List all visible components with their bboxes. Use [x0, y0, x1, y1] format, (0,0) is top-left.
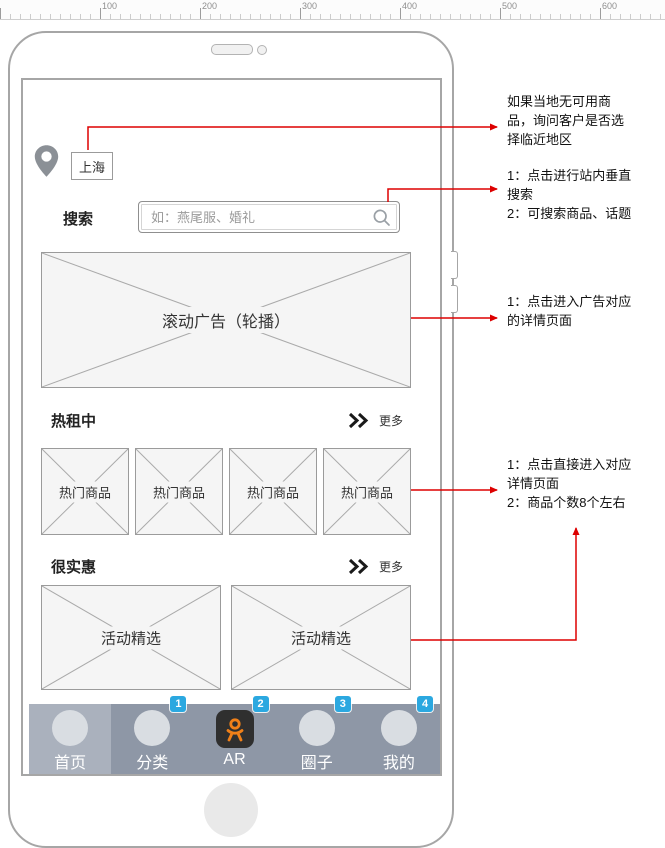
more-link-bargain[interactable]: 更多 [347, 558, 403, 575]
location-pin-icon[interactable] [33, 144, 60, 178]
hot-product-row: 热门商品 热门商品 热门商品 热门商品 [41, 448, 411, 535]
section-title: 很实惠 [51, 558, 97, 576]
ruler-mark: 500 [502, 1, 518, 11]
annotation-note-location: 如果当地无可用商 品，询问客户是否选 择临近地区 [507, 94, 625, 147]
ruler-mark: 600 [602, 1, 618, 11]
hot-product-card[interactable]: 热门商品 [323, 448, 411, 535]
ruler-mark: 400 [402, 1, 418, 11]
badge: 2 [252, 696, 269, 712]
hot-product-card[interactable]: 热门商品 [135, 448, 223, 535]
tab-bar: 首页 1 分类 2 AR [29, 696, 440, 774]
circle-icon [134, 710, 171, 746]
section-header-bargain: 很实惠 更多 [51, 555, 403, 577]
activity-card[interactable]: 活动精选 [41, 585, 221, 690]
tab-label: 圈子 [300, 755, 333, 772]
side-button [451, 285, 458, 313]
ok-logo-icon [215, 710, 254, 748]
tab-circle-group[interactable]: 3 圈子 [276, 696, 358, 774]
circle-icon [52, 710, 89, 746]
tab-label: 分类 [136, 755, 169, 772]
tab-ar[interactable]: 2 AR [193, 696, 275, 774]
activity-row: 活动精选 活动精选 [41, 585, 411, 690]
tab-category[interactable]: 1 分类 [111, 696, 193, 774]
tab-home[interactable]: 首页 [29, 704, 112, 774]
annotation-note-banner: 1：点击进入广告对应 的详情页面 [507, 294, 632, 328]
search-input[interactable] [149, 208, 372, 226]
hot-product-label: 热门商品 [244, 481, 302, 502]
home-button [204, 783, 258, 837]
hot-product-label: 热门商品 [150, 481, 208, 502]
ruler-mark: 300 [302, 1, 318, 11]
circle-icon [298, 710, 335, 746]
search-section-label: 搜索 [63, 211, 94, 228]
section-title: 热租中 [51, 412, 97, 430]
section-header-hot-rent: 热租中 更多 [51, 409, 403, 431]
city-selector[interactable]: 上海 [71, 152, 113, 180]
more-label: 更多 [378, 559, 403, 574]
double-chevron-right-icon [348, 558, 369, 574]
tab-profile[interactable]: 4 我的 [358, 696, 440, 774]
more-label: 更多 [378, 413, 403, 428]
more-link-hot-rent[interactable]: 更多 [347, 412, 403, 429]
ruler-mark: 200 [202, 1, 218, 11]
magnifier-icon[interactable] [372, 208, 391, 227]
activity-label: 活动精选 [283, 626, 359, 649]
carousel-ad-banner[interactable]: 滚动广告（轮播） [41, 252, 411, 388]
phone-frame: 上海 搜索 滚动广告（轮播） [8, 31, 458, 848]
hot-product-card[interactable]: 热门商品 [229, 448, 317, 535]
search-box[interactable] [138, 201, 400, 233]
activity-card[interactable]: 活动精选 [231, 585, 411, 690]
badge: 3 [334, 696, 351, 712]
hot-product-label: 热门商品 [56, 481, 114, 502]
speaker-slot-icon [211, 44, 253, 55]
hot-product-label: 热门商品 [338, 481, 396, 502]
badge: 1 [170, 696, 187, 712]
side-button [451, 251, 458, 279]
ruler-mark: 100 [102, 1, 118, 11]
phone-screen: 上海 搜索 滚动广告（轮播） [21, 78, 442, 776]
banner-label: 滚动广告（轮播） [154, 307, 298, 333]
activity-label: 活动精选 [93, 626, 169, 649]
tab-label: AR [223, 751, 246, 768]
hot-product-card[interactable]: 热门商品 [41, 448, 129, 535]
tab-label: 首页 [54, 755, 87, 772]
annotation-note-search: 1：点击进行站内垂直 搜索 2：可搜索商品、话题 [507, 168, 632, 221]
horizontal-ruler: 100 200 300 400 500 600 [0, 0, 665, 20]
annotation-note-products: 1：点击直接进入对应 详情页面 2：商品个数8个左右 [507, 457, 632, 510]
badge: 4 [417, 696, 434, 712]
camera-dot-icon [257, 45, 267, 55]
double-chevron-right-icon [348, 412, 369, 428]
circle-icon [380, 710, 417, 746]
tab-label: 我的 [382, 755, 415, 772]
